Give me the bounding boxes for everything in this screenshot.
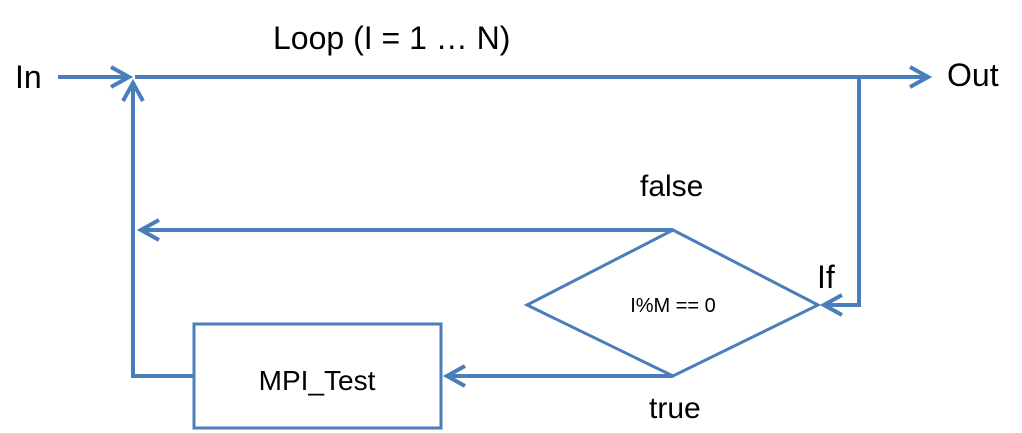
if-label: If xyxy=(817,259,835,295)
false-label: false xyxy=(640,170,703,203)
loop-title: Loop (I = 1 … N) xyxy=(273,20,510,56)
true-label: true xyxy=(649,392,701,425)
input-label: In xyxy=(15,59,42,95)
edge-return-to-loop xyxy=(133,83,194,378)
output-label: Out xyxy=(947,57,999,93)
edge-to-if xyxy=(824,77,861,305)
decision-condition: I%M == 0 xyxy=(630,295,716,317)
process-label: MPI_Test xyxy=(259,365,376,396)
